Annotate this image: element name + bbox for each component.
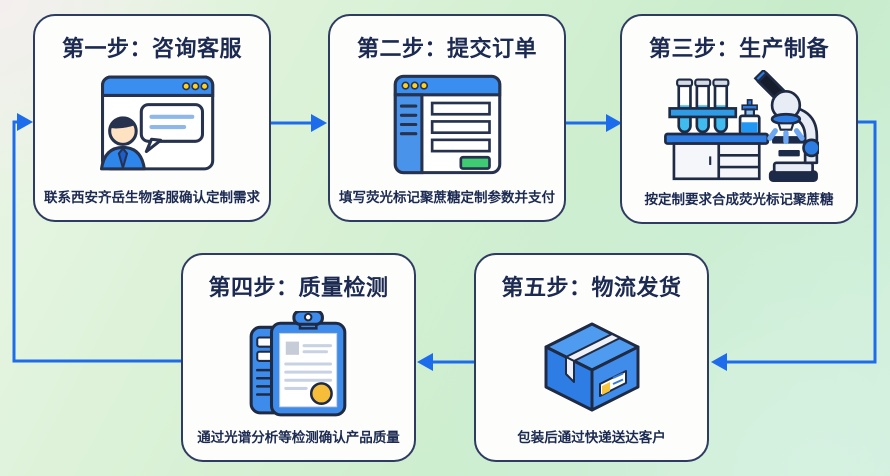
lab-equipment-icon [659, 63, 819, 188]
step-card-1: 第一步：咨询客服 联系西安齐岳生物客服确认定制需求 [33, 14, 271, 222]
step-title: 第二步：提交订单 [356, 36, 537, 61]
arrow-step4-step1 [12, 120, 181, 363]
arrowhead-left [711, 353, 727, 371]
step-caption: 通过光谱分析等检测确认产品质量 [197, 430, 400, 445]
step-title: 第一步：咨询客服 [61, 36, 242, 61]
arrowhead-right [606, 114, 622, 132]
customer-service-chat-icon [88, 63, 216, 186]
step-caption: 包装后通过快递送达客户 [517, 430, 666, 445]
step-card-2: 第二步：提交订单 填写荧光标记聚蔗糖定制参数并支付 [328, 14, 566, 222]
arrowhead-left [417, 353, 433, 371]
step-title: 第五步：物流发货 [501, 275, 682, 300]
step-card-5: 第五步：物流发货 包装后通过快递送达客户 [474, 253, 709, 462]
step-caption: 填写荧光标记聚蔗糖定制参数并支付 [339, 190, 555, 205]
step-title: 第三步：生产制备 [648, 36, 829, 61]
step-title: 第四步：质量检测 [208, 275, 389, 300]
step-card-3: 第三步：生产制备 [620, 14, 858, 224]
step-caption: 按定制要求合成荧光标记聚蔗糖 [644, 192, 834, 207]
shipping-box-icon [531, 302, 653, 426]
quality-report-icon [243, 302, 355, 426]
step-caption: 联系西安齐岳生物客服确认定制需求 [44, 190, 260, 205]
arrowhead-right [311, 114, 327, 132]
step-card-4: 第四步：质量检测 [181, 253, 416, 462]
order-form-icon [383, 63, 511, 186]
arrow-step3-step5 [726, 120, 877, 364]
arrowhead-right [17, 113, 33, 131]
